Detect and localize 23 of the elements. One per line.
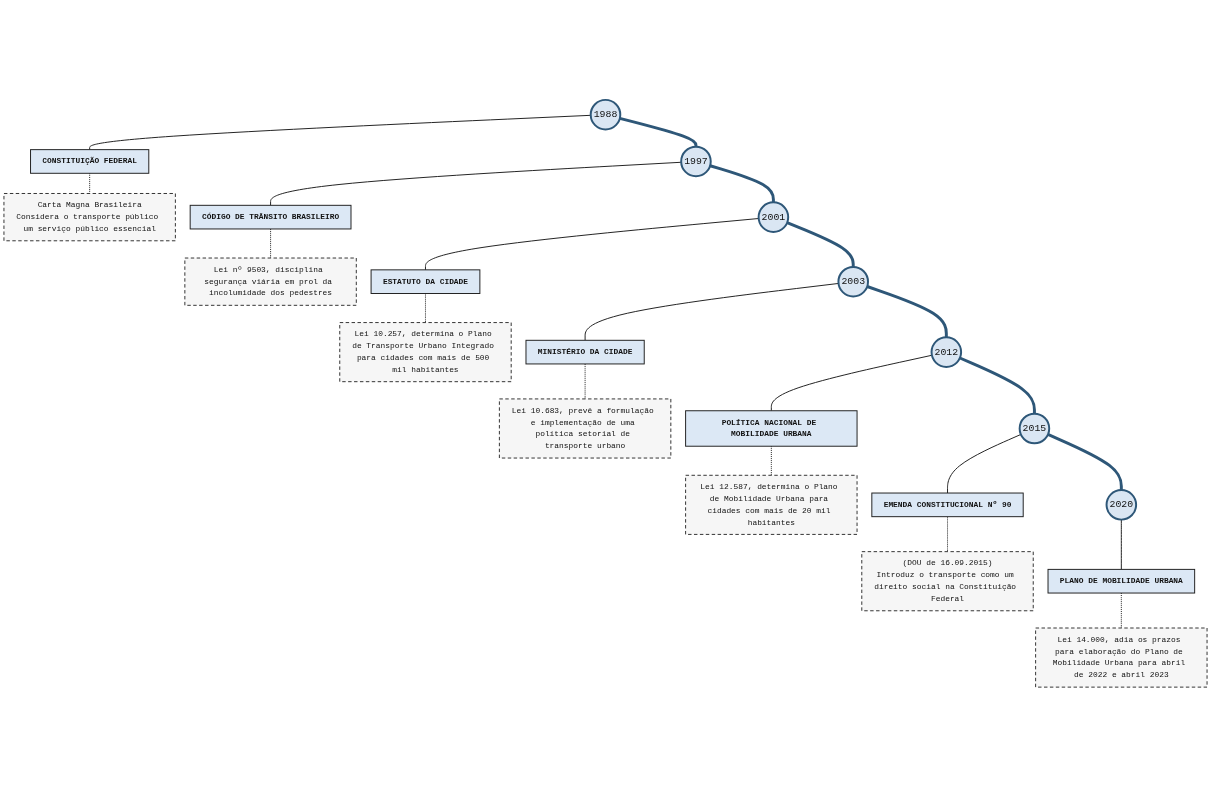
connector: [786, 221, 855, 267]
connector: [1047, 433, 1123, 491]
connector: [770, 354, 933, 412]
node-circle: 2020: [1105, 489, 1138, 521]
node-circle: 2012: [930, 336, 963, 368]
connector: [947, 516, 948, 553]
connector: [425, 293, 426, 324]
connector: [709, 164, 775, 203]
node-circle: 2015: [1018, 412, 1051, 445]
connector: [89, 172, 91, 194]
connector: [770, 445, 772, 476]
connector: [1120, 519, 1122, 570]
node-circle: 2003: [837, 265, 869, 298]
connector: [619, 116, 698, 147]
connector: [1120, 592, 1122, 629]
connector: [584, 363, 586, 400]
node-circle: 2001: [757, 201, 790, 233]
connector: [947, 433, 1022, 494]
connector: [959, 356, 1036, 414]
node-circle: 1997: [680, 145, 712, 178]
connector: [270, 161, 682, 206]
connector: [866, 285, 948, 338]
node-circle: 1988: [589, 98, 622, 131]
